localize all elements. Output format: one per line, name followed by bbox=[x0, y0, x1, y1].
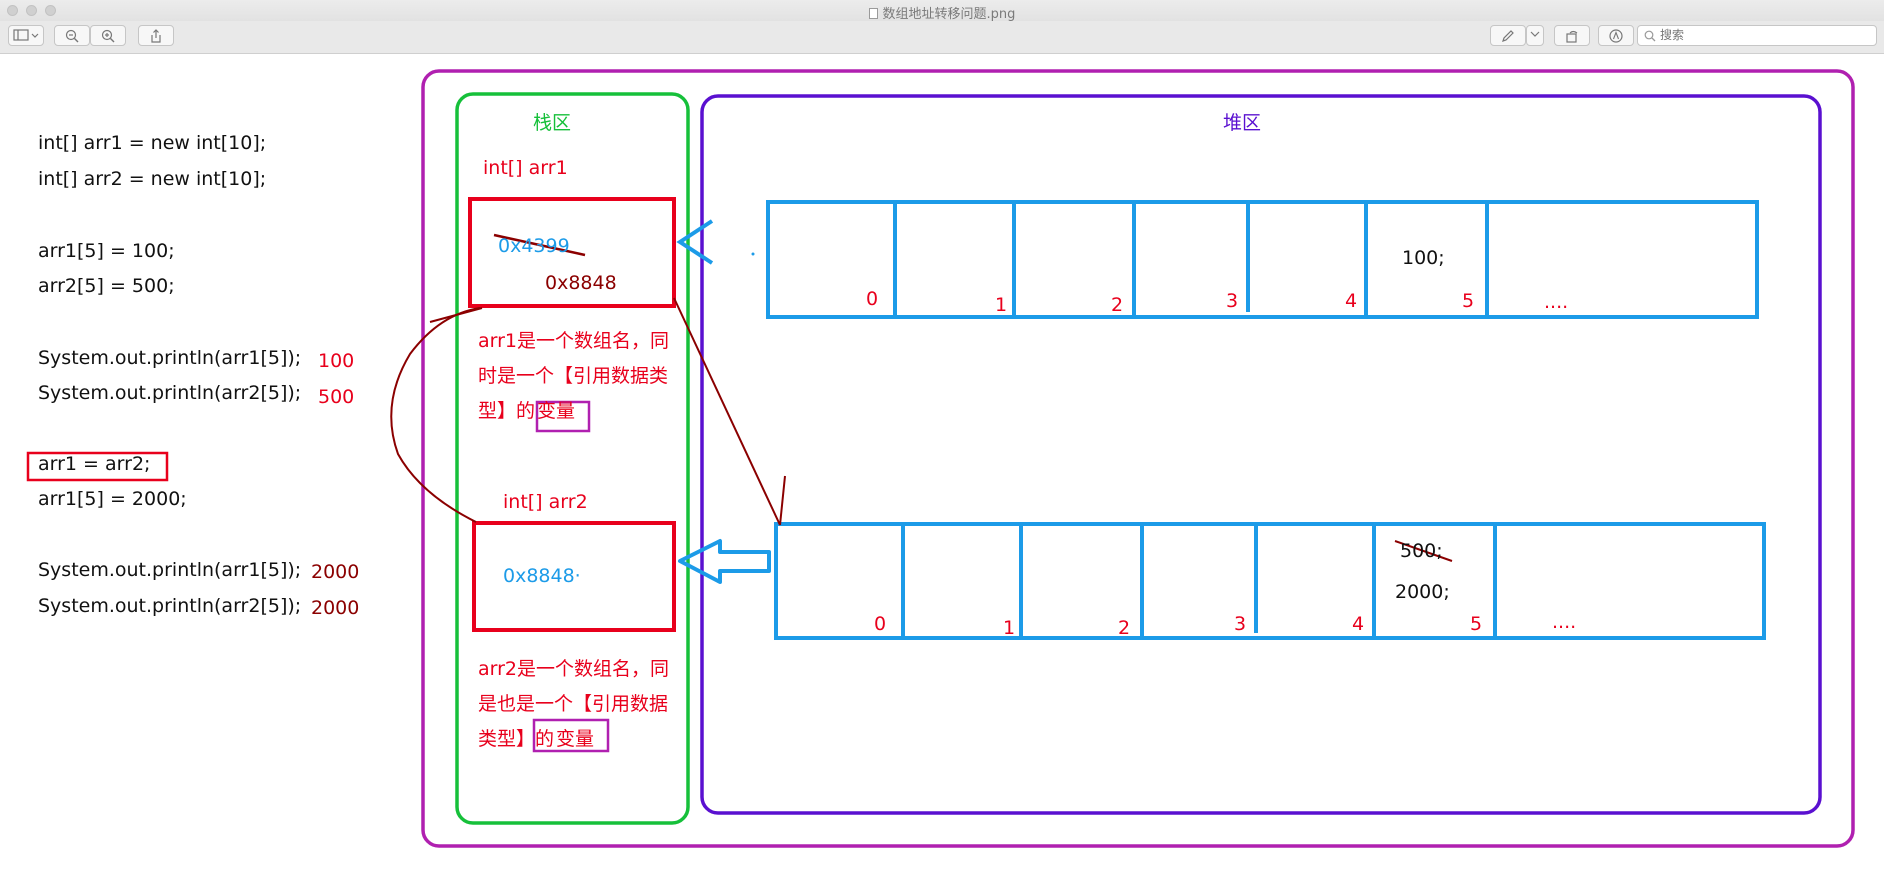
sidebar-toggle-button[interactable] bbox=[8, 25, 44, 46]
arr2-address: 0x8848· bbox=[503, 565, 581, 587]
search-field[interactable] bbox=[1637, 25, 1877, 46]
array-index: 2 bbox=[1118, 617, 1131, 639]
note-line: 是也是一个【引用数据 bbox=[478, 693, 669, 715]
arr2-note: arr2是一个数组名，同 是也是一个【引用数据 类型】的变量 bbox=[478, 652, 669, 757]
heap-frame bbox=[700, 94, 1822, 815]
stack-title: 栈区 bbox=[533, 112, 572, 134]
highlighted-word: 变量 bbox=[537, 400, 576, 422]
stack-frame bbox=[455, 92, 690, 825]
note-line: arr2是一个数组名，同 bbox=[478, 658, 670, 680]
minimize-window-button[interactable] bbox=[26, 5, 37, 16]
close-window-button[interactable] bbox=[7, 5, 18, 16]
output-value: 100 bbox=[318, 350, 355, 372]
stray-dot bbox=[751, 252, 755, 256]
memory-diagram bbox=[26, 69, 1855, 848]
note-text: 型】的 bbox=[478, 400, 536, 422]
annotate-button[interactable] bbox=[1598, 25, 1634, 46]
arr2-reference-box bbox=[472, 521, 676, 632]
markup-circle-icon bbox=[1609, 29, 1623, 43]
highlighted-word: 变量 bbox=[556, 728, 595, 750]
pointer-line bbox=[673, 297, 781, 526]
arr1-new-address: 0x8848 bbox=[545, 272, 617, 294]
pen-icon bbox=[1502, 30, 1514, 42]
pointer-line bbox=[429, 307, 483, 323]
code-line: System.out.println(arr1[5]); bbox=[38, 347, 302, 369]
array-index: 2 bbox=[1111, 294, 1124, 316]
rotate-icon bbox=[1566, 30, 1578, 43]
code-line: arr1[5] = 100; bbox=[38, 240, 175, 262]
chevron-down-icon bbox=[1530, 31, 1540, 37]
output-value: 2000 bbox=[311, 561, 360, 583]
note-line: arr1是一个数组名，同 bbox=[478, 330, 670, 352]
array1-cell-value: 100; bbox=[1402, 247, 1445, 269]
sidebar-icon bbox=[13, 29, 39, 41]
output-value: 500 bbox=[318, 386, 355, 408]
array-index: 4 bbox=[1352, 613, 1365, 635]
markup-pen-button[interactable] bbox=[1490, 25, 1526, 46]
strike-line bbox=[1394, 540, 1453, 562]
array-index: 0 bbox=[866, 288, 879, 310]
zoom-in-icon bbox=[101, 29, 115, 43]
zoom-window-button[interactable] bbox=[45, 5, 56, 16]
zoom-out-icon bbox=[65, 29, 79, 43]
arrow-left-icon bbox=[678, 539, 771, 584]
strike-line bbox=[493, 233, 586, 257]
array-index: 4 bbox=[1345, 290, 1358, 312]
array-index: 3 bbox=[1234, 613, 1247, 635]
code-line-highlighted: arr1 = arr2; bbox=[38, 453, 151, 475]
array2-new-value: 2000; bbox=[1395, 581, 1450, 603]
output-value: 2000 bbox=[311, 597, 360, 619]
zoom-out-button[interactable] bbox=[54, 25, 90, 46]
array-index: 5 bbox=[1470, 613, 1483, 635]
image-canvas: int[] arr1 = new int[10]; int[] arr2 = n… bbox=[0, 54, 1884, 885]
arr1-note: arr1是一个数组名，同 时是一个【引用数据类 型】的变量 bbox=[478, 324, 669, 429]
arrow-left-icon bbox=[676, 219, 714, 265]
code-line: arr1[5] = 2000; bbox=[38, 488, 187, 510]
window-title-wrap: 数组地址转移问题.png bbox=[0, 3, 1884, 22]
array-index: 3 bbox=[1226, 290, 1239, 312]
reassignment-curve bbox=[390, 307, 481, 523]
highlight-box bbox=[26, 451, 169, 482]
array2-old-value: 500; bbox=[1400, 540, 1443, 562]
search-icon bbox=[1644, 30, 1656, 42]
arr1-declaration-label: int[] arr1 bbox=[483, 157, 568, 179]
array-index: 1 bbox=[995, 294, 1008, 316]
array-index: 5 bbox=[1462, 290, 1475, 312]
arr1-reference-box bbox=[468, 197, 676, 308]
code-line: System.out.println(arr2[5]); bbox=[38, 595, 302, 617]
highlight-box bbox=[532, 718, 610, 753]
note-line: 时是一个【引用数据类 bbox=[478, 365, 669, 387]
arr1-old-address: 0x4399 bbox=[498, 235, 570, 257]
rotate-button[interactable] bbox=[1554, 25, 1590, 46]
share-icon bbox=[151, 29, 161, 43]
highlight-box bbox=[535, 400, 591, 433]
zoom-in-button[interactable] bbox=[90, 25, 126, 46]
document-icon bbox=[868, 8, 878, 19]
arr2-declaration-label: int[] arr2 bbox=[503, 491, 588, 513]
heap-array-2 bbox=[774, 522, 1766, 640]
heap-title: 堆区 bbox=[1223, 112, 1262, 134]
search-input[interactable] bbox=[1660, 28, 1860, 42]
window-title-bar: 数组地址转移问题.png bbox=[0, 0, 1884, 22]
code-line: System.out.println(arr2[5]); bbox=[38, 382, 302, 404]
window-title: 数组地址转移问题.png bbox=[882, 7, 1016, 22]
code-line: System.out.println(arr1[5]); bbox=[38, 559, 302, 581]
array-index: 0 bbox=[874, 613, 887, 635]
note-line: 型】的变量 bbox=[478, 394, 669, 429]
share-button[interactable] bbox=[138, 25, 174, 46]
heap-array-1 bbox=[766, 200, 1759, 319]
array-index: .... bbox=[1544, 291, 1569, 313]
code-line: int[] arr2 = new int[10]; bbox=[38, 168, 267, 190]
code-line: arr2[5] = 500; bbox=[38, 275, 175, 297]
note-line: 类型】的变量 bbox=[478, 722, 669, 757]
pointer-line bbox=[779, 475, 786, 526]
array-index: .... bbox=[1552, 611, 1577, 633]
note-text: 类型】的 bbox=[478, 728, 555, 750]
memory-outer-frame bbox=[421, 69, 1855, 848]
markup-dropdown-button[interactable] bbox=[1526, 25, 1544, 46]
array-index: 1 bbox=[1003, 617, 1016, 639]
code-line: int[] arr1 = new int[10]; bbox=[38, 132, 267, 154]
